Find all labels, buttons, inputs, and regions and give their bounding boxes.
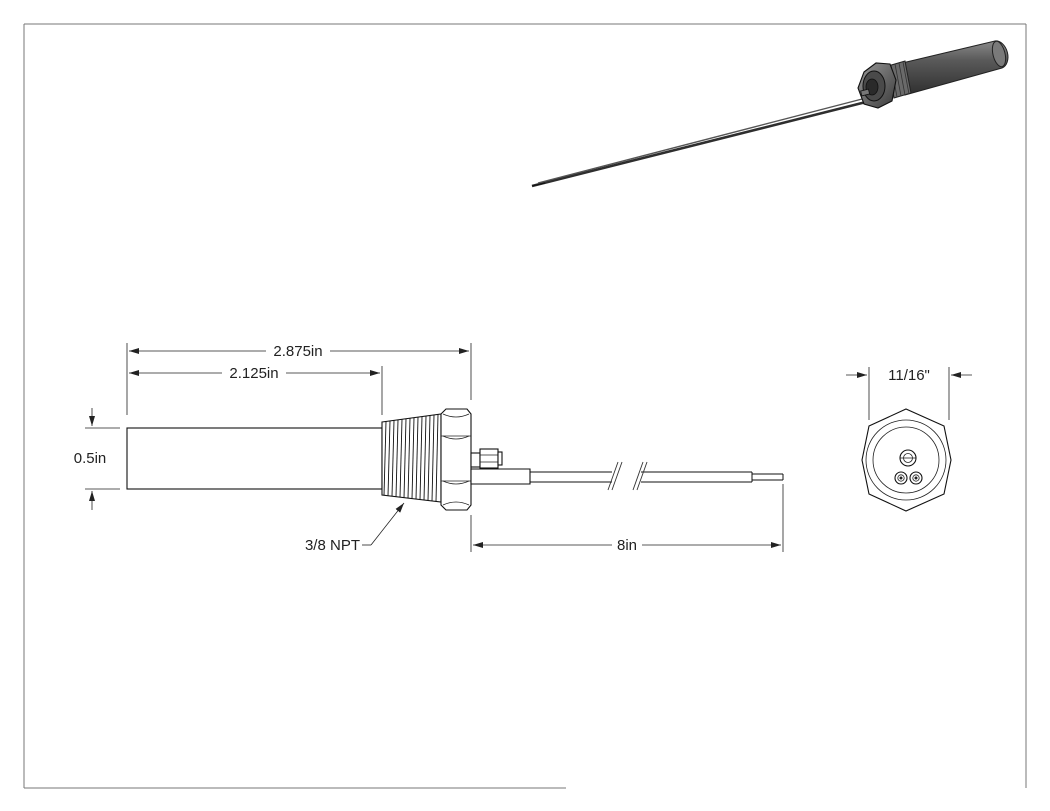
dimension-thread: 3/8 NPT: [305, 502, 405, 554]
dimension-overall-length: 2.875in: [126, 343, 472, 415]
isometric-view: [531, 40, 1009, 188]
dimension-diameter: 0.5in: [74, 408, 120, 510]
terminal-screw: [470, 448, 503, 469]
sensor-sheath: [126, 427, 383, 490]
npt-thread: [381, 413, 442, 503]
body-length-label: 2.125in: [229, 365, 278, 382]
iso-lead-wires: [531, 97, 867, 188]
iso-hex-nut: [857, 62, 897, 109]
lead-wires: [470, 468, 784, 485]
hex-size-label: 11/16": [888, 367, 930, 384]
overall-length-label: 2.875in: [273, 343, 322, 360]
dimension-hex-size: 11/16": [846, 367, 972, 420]
side-view: [126, 408, 784, 511]
iso-cylinder-body: [897, 40, 1009, 96]
break-marks: [607, 461, 648, 491]
lead-length-label: 8in: [617, 537, 637, 554]
thread-label: 3/8 NPT: [305, 537, 360, 554]
sheet-frame: [23, 23, 1027, 789]
diameter-label: 0.5in: [74, 450, 107, 467]
dimension-body-length: 2.125in: [129, 365, 383, 415]
end-view: [861, 408, 952, 512]
hex-nut: [440, 408, 472, 511]
dimension-lead-length: 8in: [470, 484, 784, 554]
